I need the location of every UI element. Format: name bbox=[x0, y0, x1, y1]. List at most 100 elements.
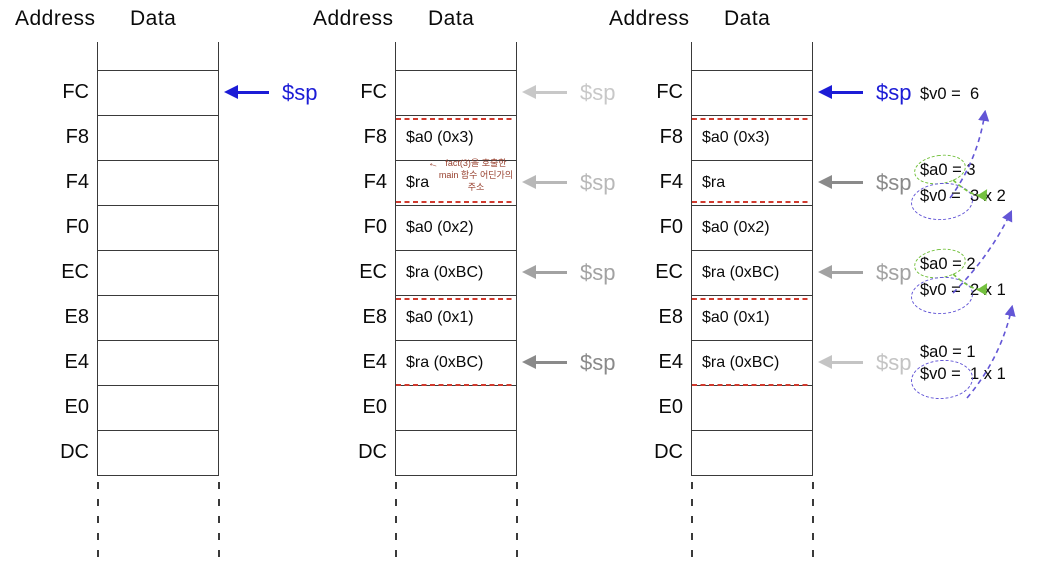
row-divider-line bbox=[97, 205, 220, 207]
row-address-label: F0 bbox=[363, 216, 387, 238]
cell-value bbox=[406, 385, 516, 430]
sp-register-label: $sp bbox=[876, 259, 912, 285]
row-address-label: DC bbox=[358, 441, 387, 463]
table-right-border bbox=[812, 42, 814, 475]
row-address-label: E0 bbox=[658, 396, 683, 418]
frame-boundary-marker bbox=[396, 298, 515, 300]
handwritten-note: fact(3)을 호출한 main 함수 어딘가의 주소 bbox=[437, 157, 515, 193]
sp-arrowhead-icon bbox=[818, 85, 832, 99]
cell-value: $a0 (0x3) bbox=[406, 129, 474, 146]
data-column-header: Data bbox=[724, 7, 771, 30]
row-address-label: F0 bbox=[65, 216, 89, 238]
cell-value bbox=[108, 295, 218, 340]
note-line: main 함수 어딘가의 bbox=[438, 170, 514, 181]
frame-boundary-marker bbox=[396, 383, 515, 386]
row-divider-line bbox=[97, 340, 220, 342]
sp-arrow-shaft bbox=[535, 181, 567, 184]
row-address-label: F0 bbox=[659, 216, 683, 238]
stack-continuation-dashes bbox=[516, 482, 518, 557]
data-column-header: Data bbox=[130, 7, 177, 30]
row-divider-line bbox=[395, 160, 518, 162]
cell-value bbox=[108, 70, 218, 115]
row-address-label: F4 bbox=[363, 171, 387, 193]
sp-register-label: $sp bbox=[580, 169, 616, 195]
cell-value bbox=[406, 70, 516, 115]
sp-arrow-shaft bbox=[535, 91, 567, 94]
sp-arrow-shaft bbox=[831, 271, 863, 274]
row-divider-line bbox=[691, 205, 814, 207]
row-divider-line bbox=[691, 340, 814, 342]
sp-arrowhead-icon bbox=[522, 85, 536, 99]
stack-continuation-dashes bbox=[97, 482, 99, 557]
row-divider-line bbox=[395, 205, 518, 207]
row-divider-line bbox=[97, 430, 220, 432]
row-divider-line bbox=[395, 295, 518, 297]
sp-arrow-shaft bbox=[831, 361, 863, 364]
row-divider-line bbox=[395, 115, 518, 117]
row-address-label: FC bbox=[656, 81, 683, 103]
row-divider-line bbox=[97, 250, 220, 252]
frame-boundary-marker bbox=[692, 118, 811, 120]
stack-continuation-dashes bbox=[691, 482, 693, 557]
row-address-label: E4 bbox=[64, 351, 89, 373]
cell-value bbox=[108, 250, 218, 295]
cell-value bbox=[108, 430, 218, 475]
cell-value: $a0 (0x2) bbox=[702, 219, 770, 236]
row-address-label: E4 bbox=[658, 351, 683, 373]
sp-arrowhead-icon bbox=[224, 85, 238, 99]
row-divider-line bbox=[691, 295, 814, 297]
sp-register-label: $sp bbox=[282, 79, 318, 105]
row-address-label: EC bbox=[61, 261, 89, 283]
frame-boundary-marker bbox=[396, 201, 515, 203]
note-line: 주소 bbox=[467, 182, 485, 193]
cell-value bbox=[108, 115, 218, 160]
stack-continuation-dashes bbox=[812, 482, 814, 557]
sp-register-label: $sp bbox=[876, 169, 912, 195]
row-divider-line bbox=[691, 430, 814, 432]
row-divider-line bbox=[691, 385, 814, 387]
sp-arrowhead-icon bbox=[818, 265, 832, 279]
row-divider-line bbox=[395, 70, 518, 72]
sp-arrowhead-icon bbox=[522, 175, 536, 189]
sp-register-label: $sp bbox=[580, 349, 616, 375]
row-divider-line bbox=[691, 475, 814, 477]
row-address-label: F4 bbox=[659, 171, 683, 193]
cell-value: $ra (0xBC) bbox=[406, 264, 484, 281]
address-column-header: Address bbox=[15, 7, 96, 30]
row-divider-line bbox=[691, 115, 814, 117]
sp-register-label: $sp bbox=[876, 349, 912, 375]
table-left-border bbox=[97, 42, 99, 475]
cell-value: $ra bbox=[702, 174, 726, 191]
row-address-label: E0 bbox=[362, 396, 387, 418]
cell-value: $a0 (0x1) bbox=[702, 309, 770, 326]
sp-arrow-shaft bbox=[831, 181, 863, 184]
cell-value bbox=[108, 385, 218, 430]
cell-value: $a0 (0x1) bbox=[406, 309, 474, 326]
row-address-label: EC bbox=[359, 261, 387, 283]
row-address-label: E8 bbox=[362, 306, 387, 328]
row-divider-line bbox=[395, 475, 518, 477]
sp-register-label: $sp bbox=[580, 259, 616, 285]
cell-value: $ra (0xBC) bbox=[406, 354, 484, 371]
sp-register-label: $sp bbox=[580, 79, 616, 105]
table-left-border bbox=[691, 42, 693, 475]
data-column-header: Data bbox=[428, 7, 475, 30]
frame-boundary-marker bbox=[692, 298, 811, 300]
note-line: fact(3)을 호출한 bbox=[445, 158, 507, 168]
cell-value bbox=[702, 430, 812, 475]
row-address-label: DC bbox=[60, 441, 89, 463]
row-divider-line bbox=[691, 70, 814, 72]
row-address-label: E0 bbox=[64, 396, 89, 418]
sp-arrowhead-icon bbox=[818, 175, 832, 189]
row-divider-line bbox=[395, 385, 518, 387]
sp-arrowhead-icon bbox=[522, 355, 536, 369]
row-divider-line bbox=[97, 70, 220, 72]
address-column-header: Address bbox=[609, 7, 690, 30]
cell-value: $ra (0xBC) bbox=[702, 354, 780, 371]
row-divider-line bbox=[97, 160, 220, 162]
table-right-border bbox=[516, 42, 518, 475]
row-divider-line bbox=[97, 115, 220, 117]
row-divider-line bbox=[97, 385, 220, 387]
frame-boundary-marker bbox=[396, 118, 515, 120]
